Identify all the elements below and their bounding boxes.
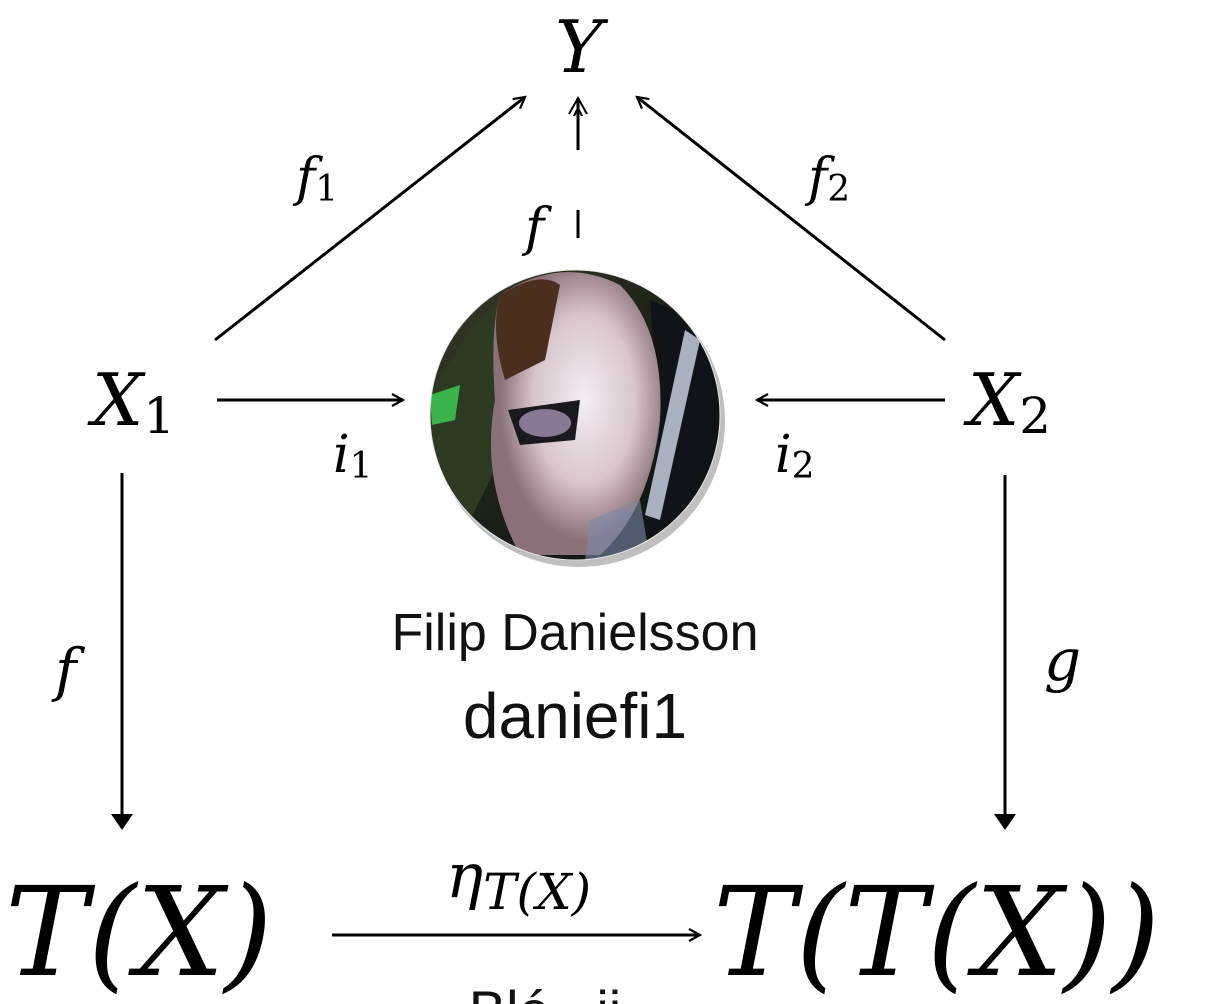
label-f-down: f [51,636,86,704]
node-tx: T(X) [5,861,273,1004]
node-ttx: T(T(X)) [713,861,1160,1004]
profile-name: Filip Danielsson [391,604,758,662]
avatar [429,269,725,567]
node-y: Y [555,5,609,89]
label-f1: f1 [292,148,338,210]
node-x2: X2 [963,358,1051,445]
label-eta: ηT(X) [446,839,591,921]
label-g: g [1044,626,1081,694]
label-i1: i1 [333,425,373,487]
profile-username: daniefi1 [463,680,687,752]
profile-partial-text: Blé...ii [469,979,622,1004]
label-f-up: f [521,198,552,258]
arrow-f1 [214,97,525,342]
label-i2: i2 [775,425,815,487]
node-x1: X1 [87,358,175,445]
arrow-f2 [637,97,946,342]
label-f2: f2 [804,148,850,210]
